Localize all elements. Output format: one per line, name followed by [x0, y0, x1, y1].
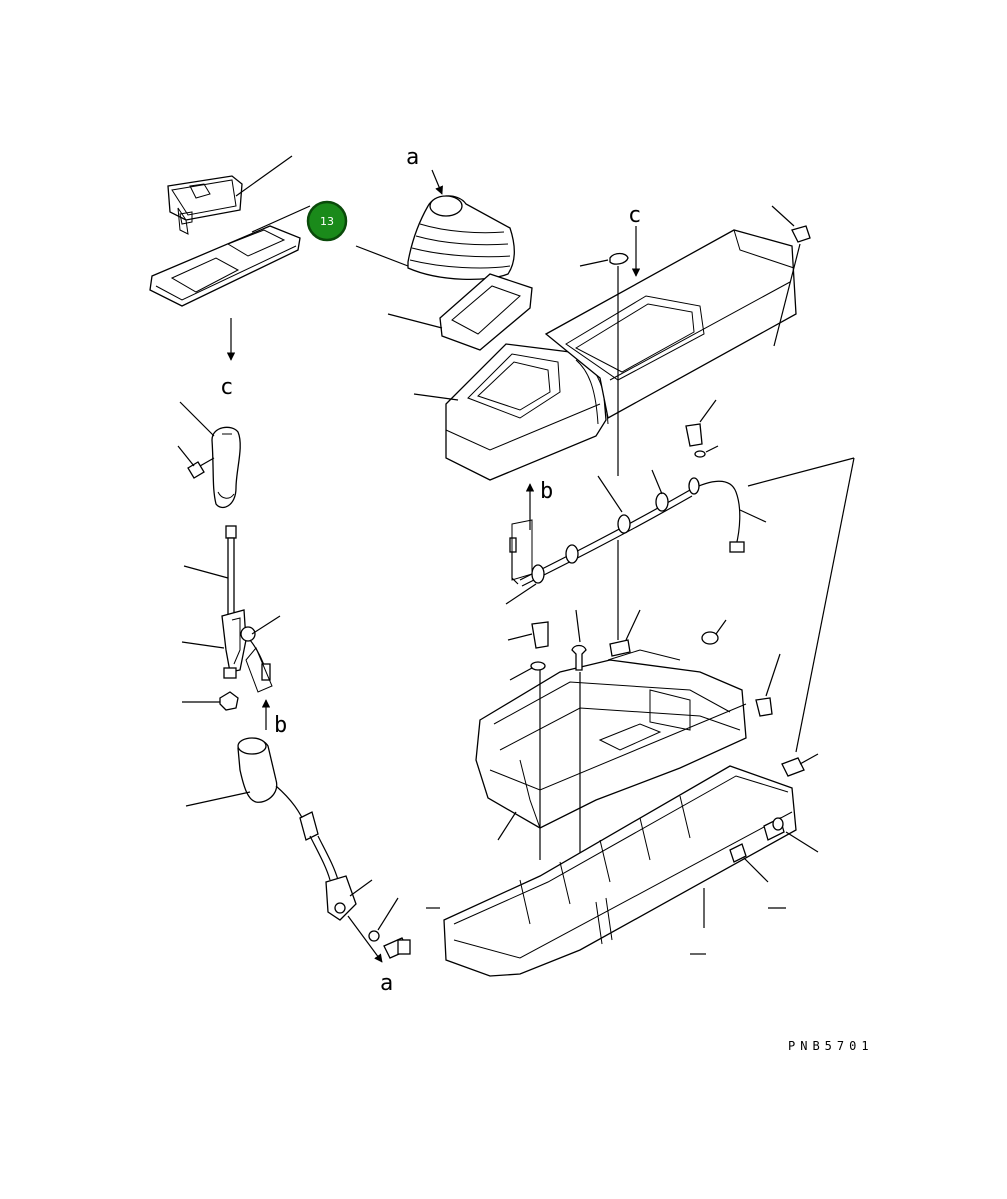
- boot-frame: [387, 273, 533, 351]
- wire-harness: [505, 399, 767, 640]
- shift-boot: [355, 169, 515, 281]
- lever-rod: [181, 525, 281, 730]
- part-callout-number: 13: [320, 215, 334, 228]
- rear-cover: [544, 205, 811, 476]
- switch-panel: [149, 155, 311, 361]
- bottom-tray: [443, 765, 819, 977]
- drawing-code: PNB5701: [788, 1039, 874, 1053]
- label-a-top: a: [406, 145, 419, 170]
- label-c-top: c: [628, 203, 641, 228]
- label-c-left: c: [220, 375, 233, 400]
- lever-knob: [177, 401, 241, 509]
- base-frame: [475, 609, 819, 914]
- label-b-center: b: [540, 479, 553, 504]
- leader-bracket: [747, 457, 855, 753]
- lever-boot-and-cable: [185, 737, 440, 963]
- label-b-left: b: [274, 713, 287, 738]
- label-a-bottom: a: [380, 971, 393, 996]
- front-cover: [413, 343, 609, 530]
- part-callout-13[interactable]: 13: [306, 200, 348, 242]
